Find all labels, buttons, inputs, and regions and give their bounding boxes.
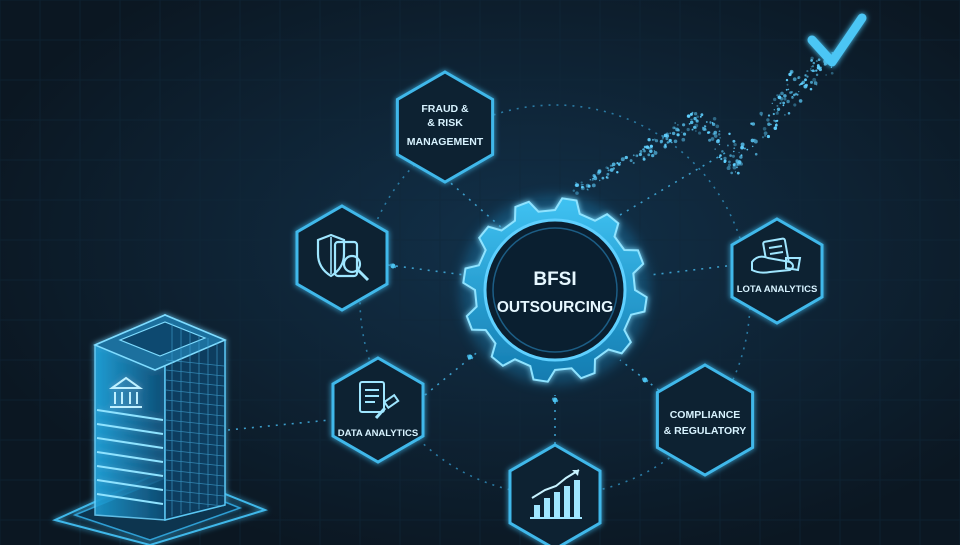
center-subtitle: OUTSOURCING <box>497 299 613 316</box>
node-security <box>295 204 389 312</box>
document-gavel-icon <box>359 381 400 420</box>
data-analytics-right-label: LOTA ANALYTICS <box>737 284 818 295</box>
compliance-label-line2: & REGULATORY <box>664 425 747 437</box>
rising-trend-checkmark-icon <box>572 13 867 195</box>
center-gear: BFSI OUTSOURCING <box>460 195 650 385</box>
node-data-analytics-left: DATA ANALYTICS <box>331 356 425 464</box>
data-analytics-left-label: DATA ANALYTICS <box>338 428 418 439</box>
center-title: BFSI <box>533 269 576 290</box>
bar-chart-icon <box>530 469 582 519</box>
node-chart <box>508 443 602 545</box>
fraud-label-line3: MANAGEMENT <box>407 136 484 148</box>
fraud-label-line2: & RISK <box>427 117 463 129</box>
compliance-label-line1: COMPLIANCE <box>670 409 741 421</box>
shield-search-icon <box>316 233 370 282</box>
node-data-analytics-right: LOTA ANALYTICS <box>730 217 824 325</box>
fraud-label-line1: FRAUD & <box>421 103 469 115</box>
node-compliance: COMPLIANCE & REGULATORY <box>655 363 755 477</box>
documents-hand-icon <box>751 237 802 274</box>
node-fraud-risk: FRAUD & & RISK MANAGEMENT <box>395 70 495 184</box>
bank-building-icon <box>52 313 269 545</box>
